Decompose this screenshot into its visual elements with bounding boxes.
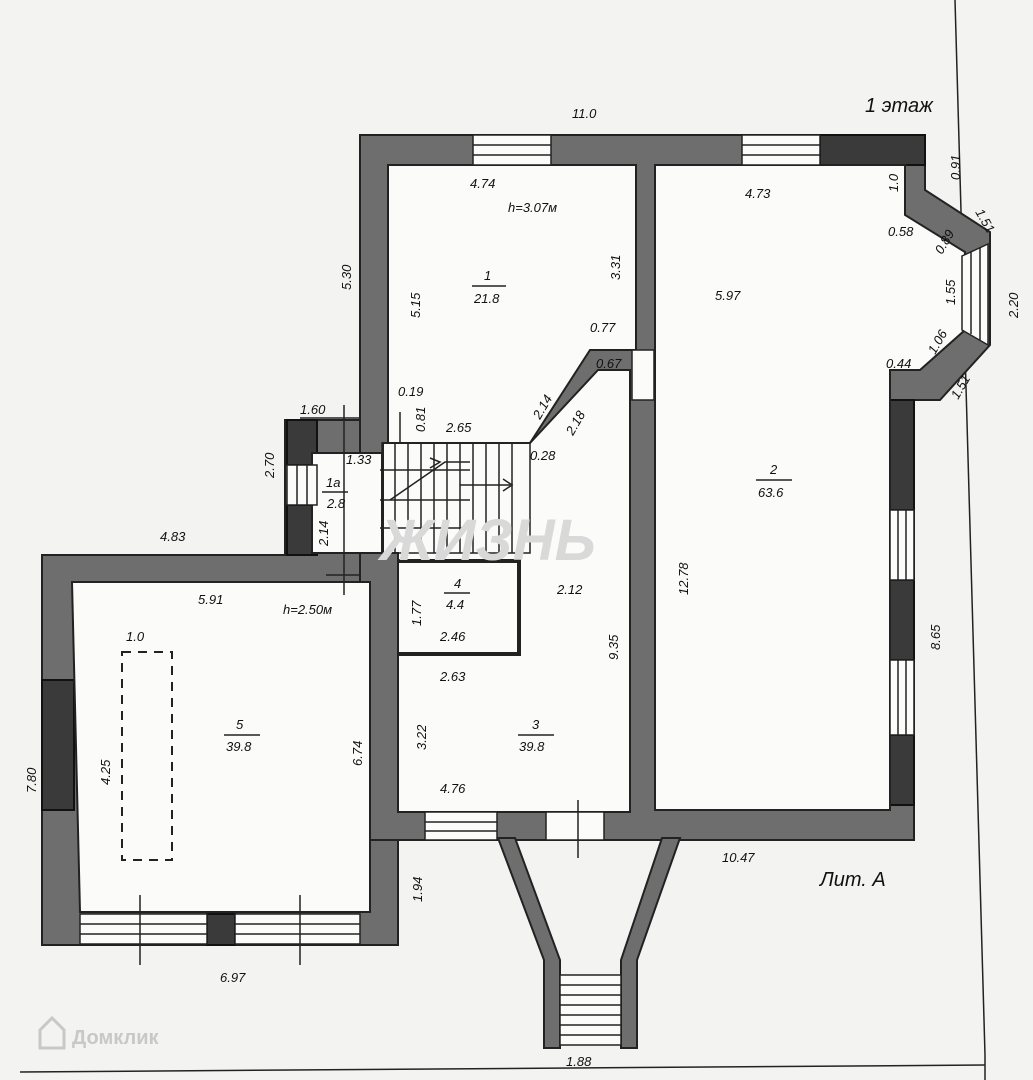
fixture-outline (121, 651, 173, 861)
dim-r4-246: 2.46 (439, 629, 466, 644)
boundary-line-right (954, 0, 986, 1056)
window-hall-bottom (424, 811, 498, 841)
window-top-left (472, 134, 552, 166)
dim-r3-263: 2.63 (439, 669, 466, 684)
wall-dark-left (41, 679, 75, 811)
dim-r5-425: 4.25 (98, 759, 113, 785)
dim-left-483: 4.83 (160, 529, 186, 544)
porch-steps (559, 974, 622, 1046)
dim-r2-top: 4.73 (745, 186, 771, 201)
room-3-label: 3 39.8 (518, 717, 554, 754)
height-lower: h=2.50м (283, 602, 332, 617)
dim-r1-top: 4.74 (470, 176, 495, 191)
dim-r1-right: 3.31 (608, 255, 623, 280)
dim-bay-220: 2.20 (1006, 292, 1021, 319)
dim-top-total: 11.0 (572, 106, 597, 121)
room-4-label: 4 4.4 (444, 576, 470, 612)
dim-bottom-697: 6.97 (220, 970, 246, 985)
dim-r3-476: 4.76 (440, 781, 466, 796)
domclick-logo-icon (38, 1015, 66, 1050)
dim-067: 0.67 (596, 356, 622, 371)
svg-text:21.8: 21.8 (473, 291, 500, 306)
dim-bay-091: 0.91 (948, 155, 963, 180)
dim-r1-left: 5.15 (408, 292, 423, 318)
dim-r5-10: 1.0 (126, 629, 145, 644)
dim-081: 0.81 (413, 407, 428, 432)
window-top-right (741, 134, 821, 166)
dim-r4-177: 1.77 (409, 600, 424, 626)
dim-r2-597: 5.97 (715, 288, 741, 303)
svg-text:3: 3 (532, 717, 540, 732)
window-entry (286, 464, 318, 506)
room-2 (654, 164, 966, 811)
svg-text:39.8: 39.8 (519, 739, 545, 754)
dim-entry-214: 2.14 (316, 521, 331, 547)
dim-left-780: 7.80 (24, 767, 39, 793)
wall-porch-right (620, 837, 682, 1049)
dim-bay-155: 1.55 (943, 279, 958, 305)
svg-text:1а: 1а (326, 475, 340, 490)
svg-text:5: 5 (236, 717, 244, 732)
dim-r3-322: 3.22 (414, 724, 429, 750)
stair-flight (380, 442, 531, 554)
window-right-2 (889, 659, 915, 736)
dim-bottom-1047: 10.47 (722, 850, 755, 865)
room-2-label: 2 63.6 (756, 462, 792, 500)
watermark-text: ЖИЗНЬ (377, 508, 596, 573)
dim-bay-058: 0.58 (888, 224, 914, 239)
dim-bay-10: 1.0 (886, 173, 901, 192)
brand-text: Домклик (72, 1027, 159, 1049)
wall-dark-right-3 (889, 734, 915, 806)
dim-r5-674: 6.74 (350, 741, 365, 766)
dim-entry-133: 1.33 (346, 452, 372, 467)
wall-dark-right-1 (889, 399, 915, 511)
dim-r5-591: 5.91 (198, 592, 223, 607)
wall-dark-right-2 (889, 579, 915, 661)
wall-porch (496, 837, 561, 1049)
dim-077: 0.77 (590, 320, 616, 335)
room-5 (70, 581, 371, 913)
dim-bay-044: 0.44 (886, 356, 911, 371)
svg-text:4: 4 (454, 576, 461, 591)
dim-entry-160: 1.60 (300, 402, 326, 417)
dim-entry-270: 2.70 (262, 452, 277, 479)
dim-019: 0.19 (398, 384, 423, 399)
room-4 (397, 561, 519, 654)
dim-left-530: 5.30 (339, 264, 354, 290)
dim-028: 0.28 (530, 448, 556, 463)
dim-right-865: 8.65 (928, 624, 943, 650)
window-bottom-left (79, 913, 208, 945)
room-5-label: 5 39.8 (224, 717, 260, 754)
dim-r2-1278: 12.78 (676, 562, 691, 595)
door-main (545, 800, 605, 858)
room-1a-label: 1а 2.8 (322, 475, 348, 511)
litera-label: Лит. А (818, 869, 886, 891)
floor-label: 1 этаж (865, 95, 934, 117)
room-1-label: 1 21.8 (472, 268, 506, 306)
door-room2 (631, 349, 655, 401)
dim-r3-935: 9.35 (606, 634, 621, 660)
wall-dark-top-right (819, 134, 926, 166)
boundary-line-bottom (19, 1064, 986, 1073)
window-right-1 (889, 509, 915, 581)
window-bottom-mid (234, 913, 361, 945)
dim-p-194: 1.94 (410, 877, 425, 902)
svg-text:63.6: 63.6 (758, 485, 784, 500)
svg-text:2.8: 2.8 (326, 496, 346, 511)
dim-stair-188: 1.88 (566, 1054, 592, 1069)
svg-text:2: 2 (769, 462, 778, 477)
svg-text:39.8: 39.8 (226, 739, 252, 754)
dim-265: 2.65 (445, 420, 472, 435)
dim-r3-212: 2.12 (556, 582, 583, 597)
height-upper: h=3.07м (508, 200, 557, 215)
svg-text:1: 1 (484, 268, 491, 283)
svg-text:4.4: 4.4 (446, 597, 464, 612)
window-bay (961, 242, 989, 347)
wall-dark-bottom (206, 913, 236, 946)
